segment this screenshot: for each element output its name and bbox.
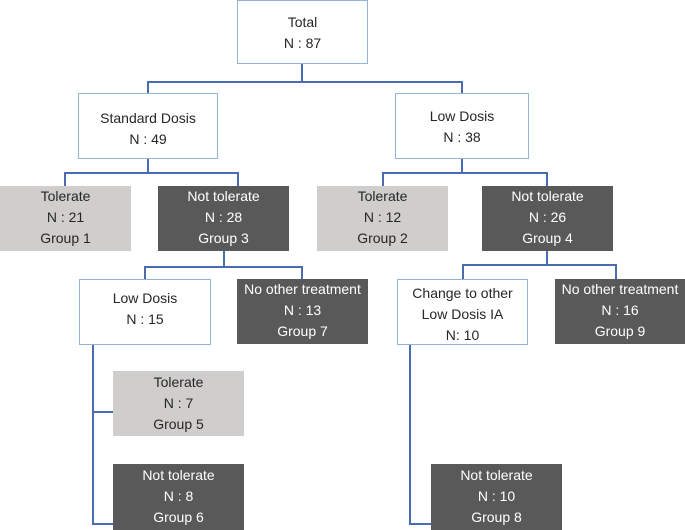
node-text-line: Not tolerate	[460, 467, 533, 483]
node-text-line: Group 4	[522, 230, 573, 246]
node-text-line: N : 16	[601, 302, 639, 318]
node-text-line: Group 1	[40, 230, 91, 246]
node-text-line: N : 28	[204, 209, 243, 225]
node-group-4: Not tolerate N : 26 Group 4	[482, 186, 613, 251]
node-low-dosis: Low Dosis N : 38	[395, 93, 529, 159]
connector-low-from-std	[92, 345, 113, 525]
node-text-line: Tolerate	[357, 188, 408, 204]
node-text-line: Low Dosis	[112, 290, 178, 306]
node-text-line: Total	[287, 14, 318, 30]
node-text-line: N : 38	[443, 129, 481, 145]
node-text-line: Group 2	[357, 230, 408, 246]
node-text-line: Low Dosis	[429, 108, 495, 124]
node-text-line: Group 7	[277, 323, 328, 339]
node-text-line: Not tolerate	[511, 188, 584, 204]
node-text-line: Tolerate	[153, 374, 204, 390]
node-group-9: No other treatment N : 16 Group 9	[555, 279, 685, 344]
connector-standard	[64, 159, 149, 186]
node-text-line: Group 3	[198, 230, 249, 246]
node-text-line: No other treatment	[244, 281, 361, 297]
node-text-line: Group 6	[153, 509, 204, 525]
node-text-line: N : 10	[477, 488, 516, 504]
connector-low	[382, 159, 463, 186]
node-text-line: N: 10	[445, 327, 480, 343]
node-low-dosis-from-standard: Low Dosis N : 15	[79, 279, 211, 345]
node-text-line: N : 13	[283, 302, 322, 318]
node-group-7: No other treatment N : 13 Group 7	[237, 279, 368, 344]
node-text-line: Low Dosis IA	[421, 306, 504, 322]
node-text-line: Group 9	[594, 323, 646, 339]
connector-change	[409, 345, 431, 525]
connector-low-right	[462, 172, 548, 186]
node-text-line: N : 8	[163, 488, 194, 504]
connector-group3-right	[224, 266, 303, 279]
node-text-line: N : 49	[129, 131, 167, 147]
node-text-line: Not tolerate	[142, 467, 215, 483]
node-group-8: Not tolerate N : 10 Group 8	[431, 464, 562, 530]
node-text-line: N : 7	[163, 395, 194, 411]
node-text-line: Not tolerate	[187, 188, 260, 204]
node-group-1: Tolerate N : 21 Group 1	[0, 186, 131, 251]
node-text-line: N : 26	[528, 209, 567, 225]
node-group-5: Tolerate N : 7 Group 5	[113, 371, 244, 436]
connector-group4-right	[547, 264, 617, 279]
node-text-line: Group 5	[153, 416, 204, 432]
node-text-line: N : 12	[363, 209, 402, 225]
node-group-3: Not tolerate N : 28 Group 3	[158, 186, 289, 251]
connector-group4	[462, 251, 548, 279]
connector-total	[147, 64, 303, 93]
node-text-line: N : 21	[46, 209, 85, 225]
node-total: Total N : 87	[237, 0, 368, 64]
connector-group3	[144, 251, 225, 279]
node-text-line: Standard Dosis	[100, 110, 196, 126]
connector-standard-right	[148, 172, 239, 186]
node-text-line: N : 15	[126, 311, 164, 327]
node-standard-dosis: Standard Dosis N : 49	[78, 93, 218, 159]
node-text-line: Change to other	[412, 285, 513, 301]
node-text-line: Group 8	[471, 509, 522, 525]
connector-total-right	[302, 81, 463, 93]
node-text-line: N : 87	[283, 35, 322, 51]
node-text-line: No other treatment	[561, 281, 679, 297]
node-group-2: Tolerate N : 12 Group 2	[317, 186, 448, 251]
node-group-6: Not tolerate N : 8 Group 6	[113, 464, 244, 530]
node-text-line: Tolerate	[40, 188, 91, 204]
